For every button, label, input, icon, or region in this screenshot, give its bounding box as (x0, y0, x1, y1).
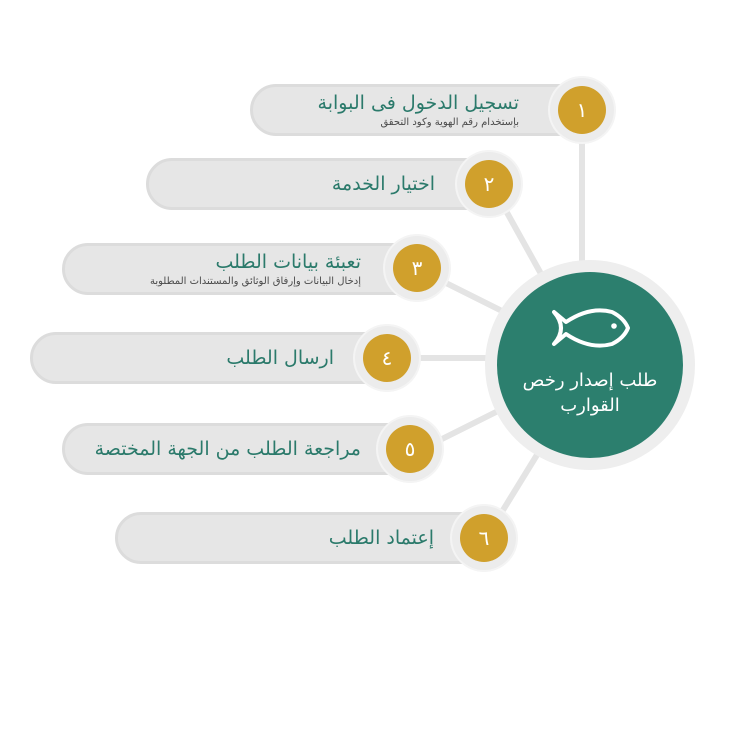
step-1-number: ١ (558, 86, 606, 134)
step-5-number: ٥ (386, 425, 434, 473)
step-1-title: تسجيل الدخول فى البوابة (317, 91, 519, 114)
step-5-title: مراجعة الطلب من الجهة المختصة (94, 438, 361, 460)
step-1-subtitle: بإستخدام رقم الهوية وكود التحقق (380, 116, 519, 128)
step-3-pill: تعبئة بيانات الطلب إدخال البيانات وإرفاق… (62, 243, 432, 295)
step-3-number: ٣ (393, 244, 441, 292)
step-1-pill: تسجيل الدخول فى البوابة بإستخدام رقم اله… (250, 84, 590, 136)
step-4-pill: ارسال الطلب (30, 332, 405, 384)
connector-line-2 (497, 197, 543, 275)
connector-line-5 (437, 407, 503, 443)
step-4-title: ارسال الطلب (226, 347, 334, 369)
step-5-badge: ٥ (378, 417, 442, 481)
step-6-title: إعتماد الطلب (328, 527, 434, 549)
step-6-number: ٦ (460, 514, 508, 562)
step-1-badge: ١ (550, 78, 614, 142)
step-2-number: ٢ (465, 160, 513, 208)
step-4-number: ٤ (363, 334, 411, 382)
step-6-pill: إعتماد الطلب (115, 512, 505, 564)
step-6-badge: ٦ (452, 506, 516, 570)
step-2-title: اختيار الخدمة (331, 173, 435, 195)
connector-line-6 (497, 447, 543, 518)
step-3-badge: ٣ (385, 236, 449, 300)
step-2-pill: اختيار الخدمة (146, 158, 506, 210)
hub-circle: طلب إصدار رخص القوارب (497, 272, 683, 458)
step-5-pill: مراجعة الطلب من الجهة المختصة (62, 423, 432, 475)
fish-icon (552, 308, 630, 348)
hub-title: طلب إصدار رخص القوارب (522, 370, 658, 416)
step-3-title: تعبئة بيانات الطلب (215, 250, 361, 273)
step-3-subtitle: إدخال البيانات وإرفاق الوثائق والمستندات… (149, 275, 361, 287)
step-2-badge: ٢ (457, 152, 521, 216)
hub-ring: طلب إصدار رخص القوارب (485, 260, 695, 470)
connector-line-3 (437, 277, 503, 313)
step-4-badge: ٤ (355, 326, 419, 390)
